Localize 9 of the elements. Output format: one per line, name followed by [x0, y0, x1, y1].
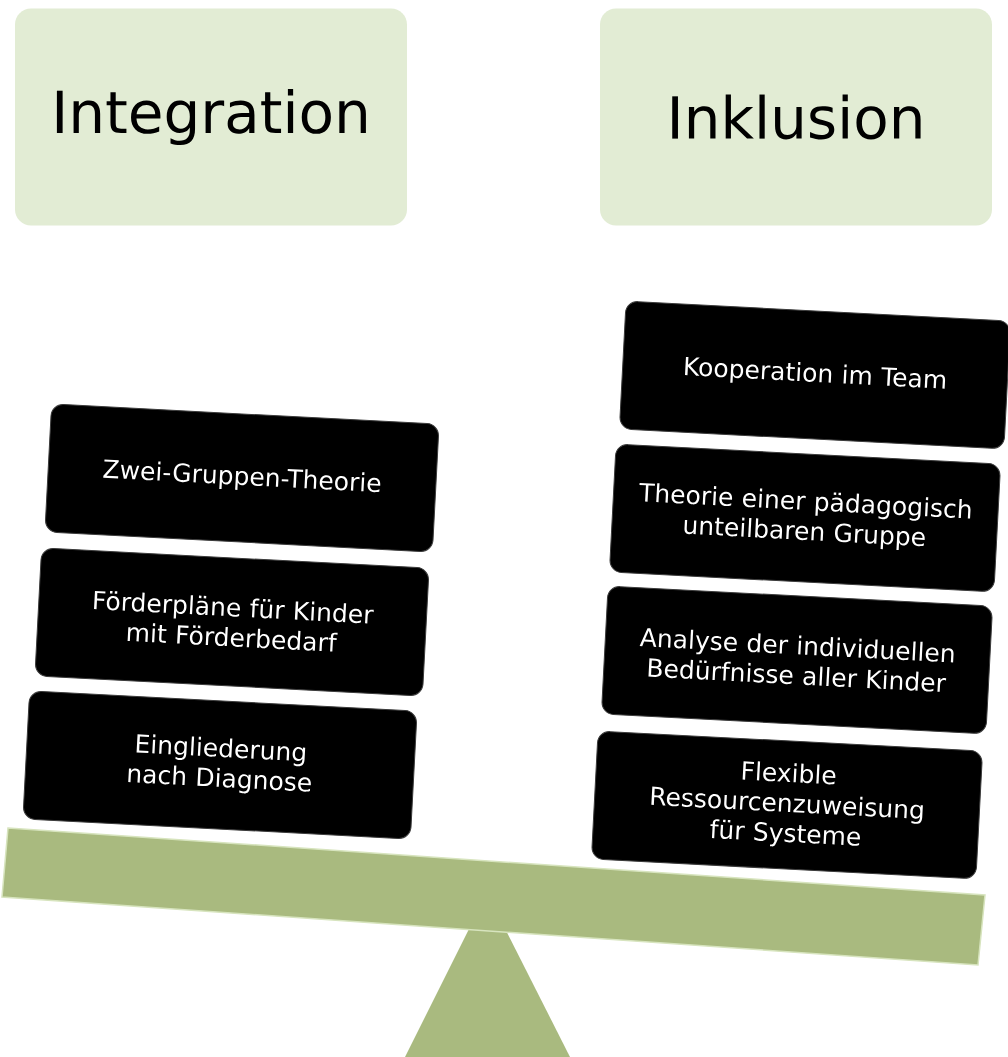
statement-box: Eingliederung nach Diagnose — [23, 691, 417, 839]
heading-box: Integration — [15, 8, 407, 226]
statement-box: Flexible Ressourcenzuweisung für Systeme — [591, 731, 983, 879]
statement-box: Förderpläne für Kinder mit Förderbedarf — [35, 548, 429, 696]
statement-box: Kooperation im Team — [619, 301, 1008, 449]
statement-box: Zwei-Gruppen-Theorie — [45, 404, 439, 552]
heading-box: Inklusion — [600, 8, 992, 226]
statement-box: Analyse der individuellen Bedürfnisse aller Kinder — [601, 586, 993, 734]
statement-box: Theorie einer pädagogisch unteilbaren Gruppe — [609, 444, 1001, 592]
